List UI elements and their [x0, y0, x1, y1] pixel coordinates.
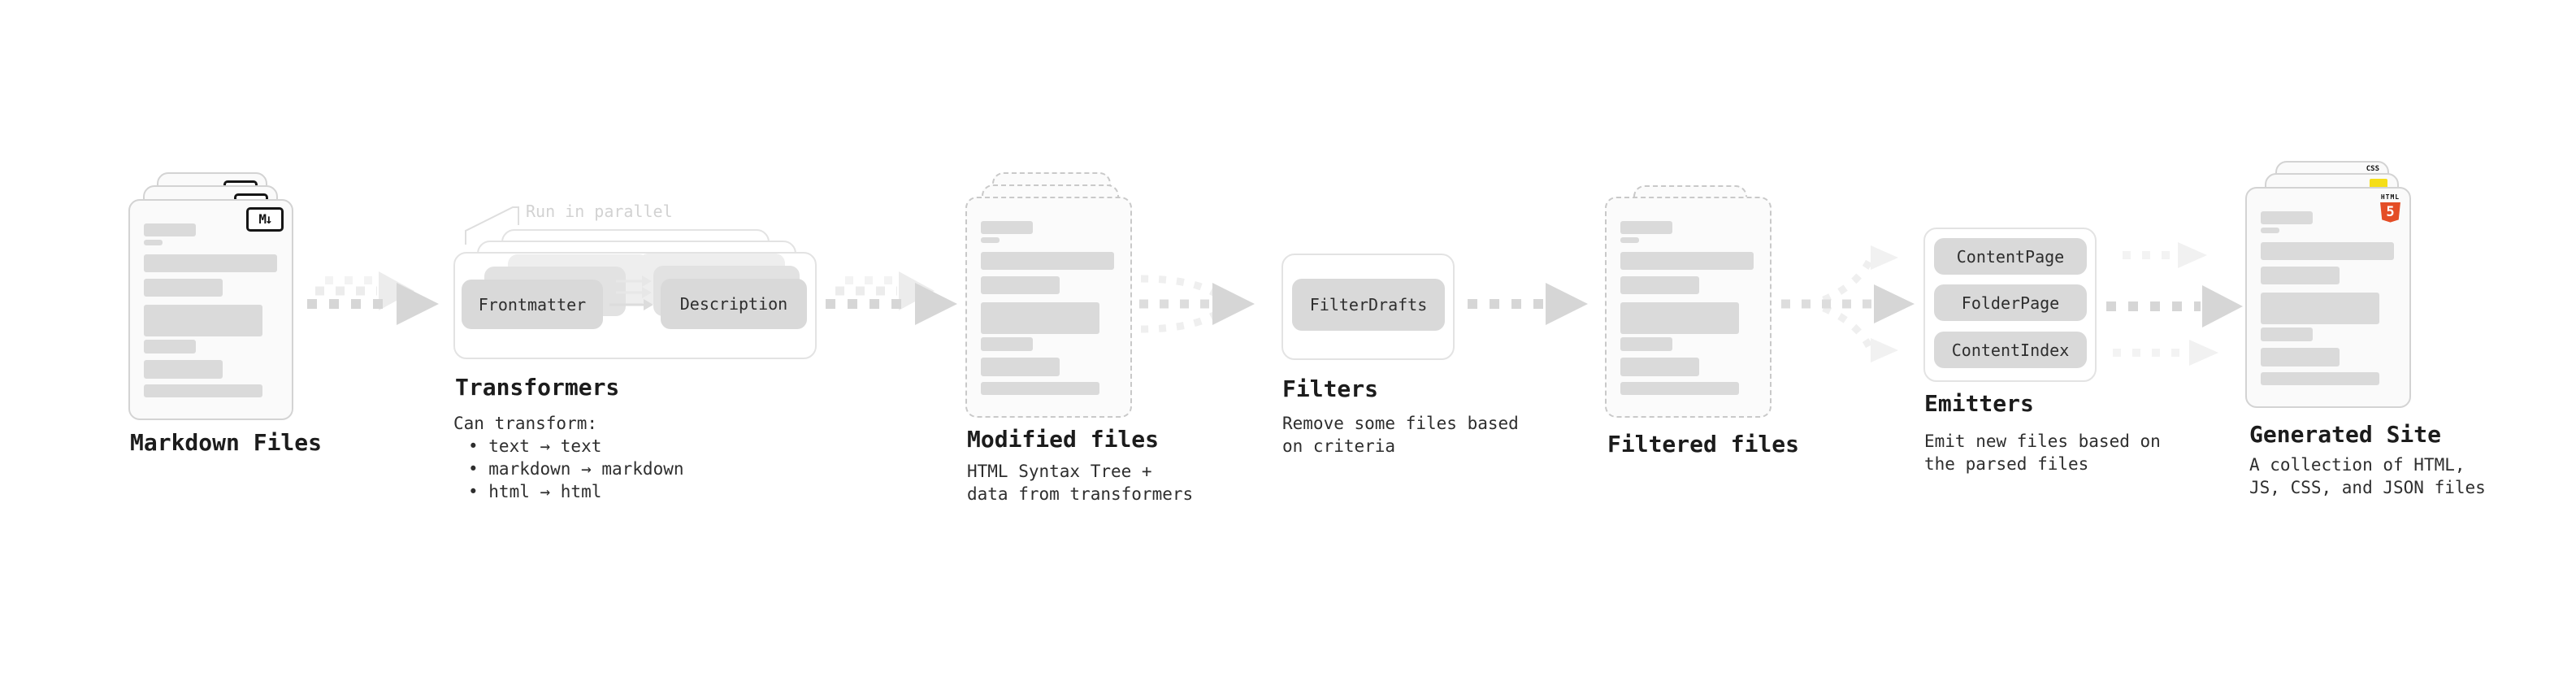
node-contentindex: ContentIndex [1934, 332, 2087, 368]
description-line: JS, CSS, and JSON files [2249, 478, 2486, 497]
generated-site-label: Generated Site [2249, 421, 2442, 448]
modified-files-description: HTML Syntax Tree + data from transformer… [967, 460, 1193, 505]
transformers-bullet: • markdown → markdown [468, 459, 684, 479]
document-skeleton [2247, 189, 2409, 385]
description-line: A collection of HTML, [2249, 455, 2465, 475]
description-line: data from transformers [967, 484, 1194, 504]
description-line: HTML Syntax Tree + [967, 462, 1152, 481]
flow-arrow-transformers-to-modified [826, 271, 957, 325]
markdown-icon: M↓ [246, 207, 284, 232]
emitters-description: Emit new files based on the parsed files [1924, 430, 2161, 475]
modified-file-card-front [965, 197, 1132, 418]
transformers-description-title: Can transform: [453, 414, 598, 433]
description-line: on criteria [1282, 436, 1396, 456]
node-description: Description [661, 279, 807, 329]
node-frontmatter: Frontmatter [462, 280, 603, 329]
document-skeleton [967, 198, 1130, 395]
js-icon [2370, 179, 2387, 189]
filters-description: Remove some files based on criteria [1282, 412, 1519, 458]
generated-site-description: A collection of HTML, JS, CSS, and JSON … [2249, 453, 2486, 499]
html5-word: HTML [2380, 193, 2400, 201]
document-skeleton [1607, 198, 1770, 395]
node-contentpage: ContentPage [1934, 238, 2087, 275]
run-in-parallel-annotation: Run in parallel [526, 202, 673, 221]
html5-shield: 5 [2380, 202, 2400, 223]
transformers-description: Can transform: • text → text • markdown … [453, 412, 684, 503]
flow-arrow-markdown-to-transformers [307, 271, 439, 325]
node-folderpage: FolderPage [1934, 284, 2087, 321]
transformers-bullet: • html → html [468, 482, 602, 501]
filtered-file-card-front [1605, 197, 1772, 418]
markdown-file-card-front: M↓ [128, 199, 293, 420]
html5-icon: HTML 5 [2379, 193, 2401, 223]
modified-files-label: Modified files [967, 426, 1160, 453]
filters-label: Filters [1282, 375, 1379, 402]
transformers-label: Transformers [455, 374, 620, 401]
node-filterdrafts: FilterDrafts [1292, 279, 1445, 331]
document-skeleton [130, 201, 292, 397]
transformers-bullet: • text → text [468, 436, 602, 456]
site-file-card-html: HTML 5 [2245, 187, 2411, 408]
description-line: the parsed files [1924, 454, 2089, 474]
emitters-label: Emitters [1924, 390, 2034, 417]
markdown-files-label: Markdown Files [130, 429, 323, 456]
flow-arrow-filtered-to-emitters-fan-out [1781, 245, 1915, 362]
filtered-files-label: Filtered files [1607, 431, 1800, 458]
flow-arrow-filters-to-filtered [1468, 283, 1588, 325]
description-line: Remove some files based [1282, 414, 1519, 433]
flow-arrows-emitters-to-site [2106, 242, 2243, 366]
flow-arrow-modified-to-filters-fan-in [1139, 275, 1255, 333]
description-line: Emit new files based on [1924, 432, 2161, 451]
